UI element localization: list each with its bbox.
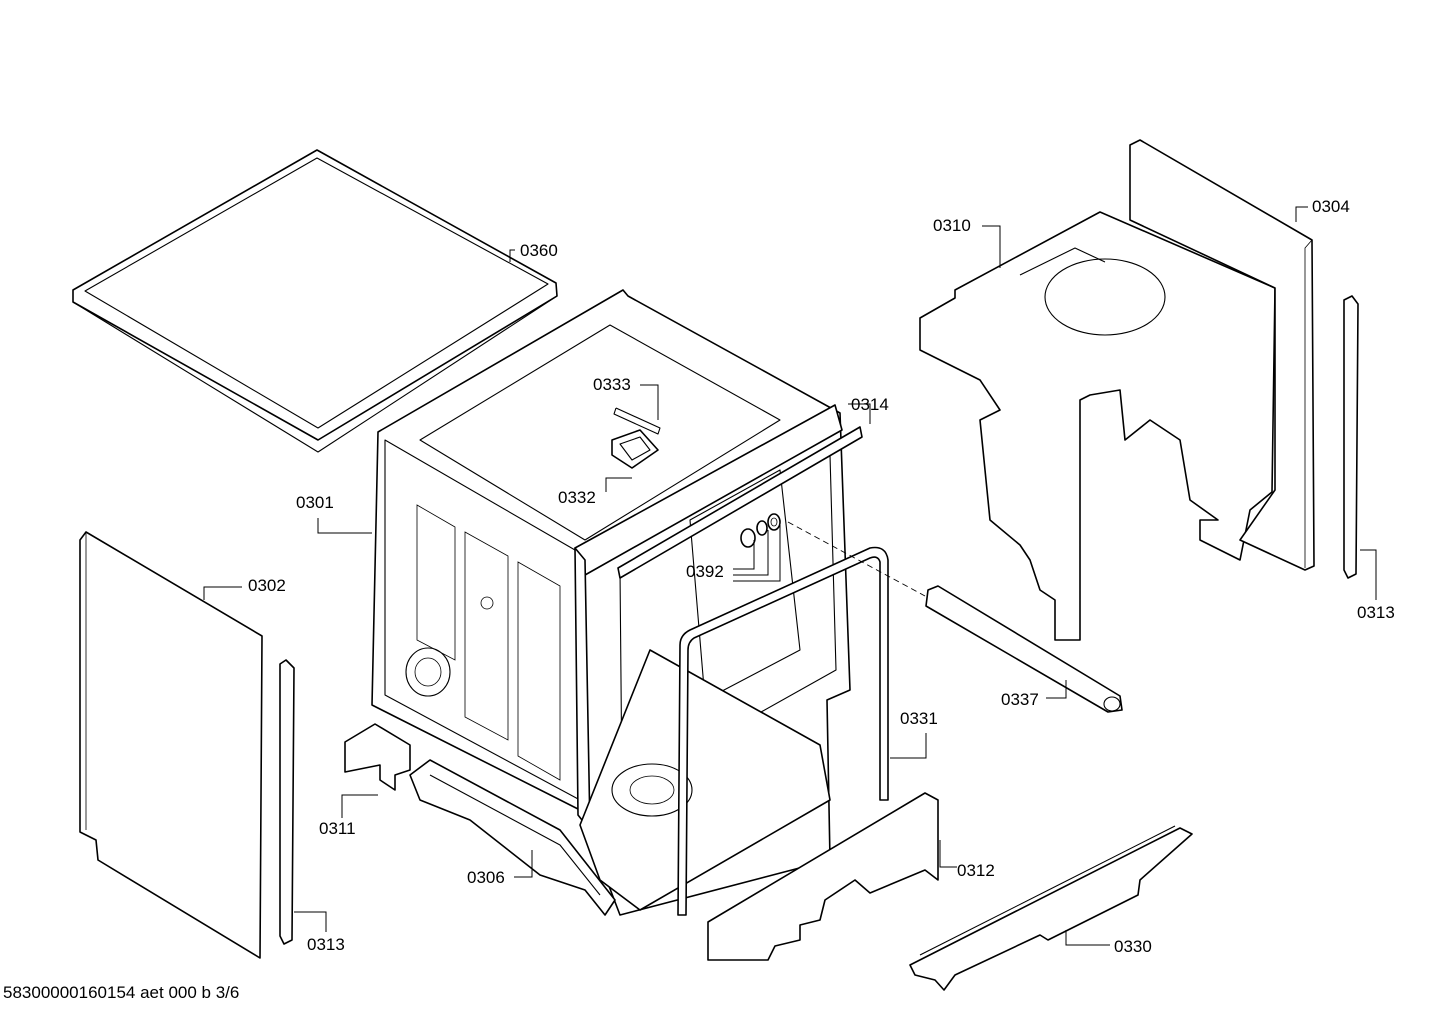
foam-block-part[interactable] xyxy=(344,723,411,791)
label-0312[interactable]: 0312 xyxy=(957,861,995,880)
side-seal-strip-left-part[interactable] xyxy=(279,659,295,945)
label-0330[interactable]: 0330 xyxy=(1114,937,1152,956)
label-0392[interactable]: 0392 xyxy=(686,562,724,581)
leader-0304 xyxy=(1295,206,1308,222)
leader-0392-b xyxy=(733,530,769,576)
grommet-set-part[interactable] xyxy=(740,513,781,548)
tub-body-part[interactable] xyxy=(371,289,851,916)
side-seal-strip-right-part[interactable] xyxy=(1343,295,1359,579)
leader-0312 xyxy=(939,840,957,868)
leader-0313-left xyxy=(294,911,327,932)
label-0310[interactable]: 0310 xyxy=(933,216,971,235)
label-0314[interactable]: 0314 xyxy=(851,395,889,414)
leader-0306 xyxy=(514,850,533,878)
frame-rail-part[interactable] xyxy=(617,426,863,579)
leader-0392 xyxy=(733,540,755,570)
assembly-axis-line xyxy=(787,521,926,597)
dispenser-bracket-part[interactable] xyxy=(613,407,661,435)
label-0311[interactable]: 0311 xyxy=(319,819,356,838)
leader-0330 xyxy=(1065,930,1110,946)
label-0302[interactable]: 0302 xyxy=(248,576,286,595)
hinge-clip-part[interactable] xyxy=(611,429,659,469)
door-seal-part[interactable] xyxy=(677,546,889,916)
leader-0301 xyxy=(317,518,372,534)
leader-0310 xyxy=(982,225,1001,268)
label-0313-left[interactable]: 0313 xyxy=(307,935,345,954)
label-0333[interactable]: 0333 xyxy=(593,375,631,394)
label-0331[interactable]: 0331 xyxy=(900,709,938,728)
leader-0302 xyxy=(203,586,242,600)
label-0360[interactable]: 0360 xyxy=(520,241,558,260)
kickplate-foam-part[interactable] xyxy=(707,792,939,961)
label-0313-right[interactable]: 0313 xyxy=(1357,603,1395,622)
base-tray-part[interactable] xyxy=(409,759,616,916)
leader-0311 xyxy=(341,794,378,818)
leader-0332 xyxy=(605,477,632,492)
leader-0337 xyxy=(1046,680,1067,699)
bottom-skirt-part[interactable] xyxy=(909,825,1193,991)
insulation-mat-part[interactable] xyxy=(919,211,1276,641)
leader-0392-c xyxy=(733,525,781,582)
document-id: 58300000160154 aet 000 b 3/6 xyxy=(3,983,239,1002)
side-panel-part[interactable] xyxy=(79,531,263,959)
leader-0331 xyxy=(890,733,927,759)
rear-panel-part[interactable] xyxy=(1129,139,1315,571)
leader-0360 xyxy=(509,249,515,262)
label-0304[interactable]: 0304 xyxy=(1312,197,1350,216)
label-0306[interactable]: 0306 xyxy=(467,868,505,887)
leader-0314 xyxy=(848,403,871,424)
label-0337[interactable]: 0337 xyxy=(1001,690,1039,709)
label-0301[interactable]: 0301 xyxy=(296,493,334,512)
leader-0333 xyxy=(640,384,659,420)
spray-tube-part[interactable] xyxy=(925,585,1123,713)
leader-0313-right xyxy=(1360,549,1377,600)
worktop-cover-part[interactable] xyxy=(72,149,558,453)
label-0332[interactable]: 0332 xyxy=(558,488,596,507)
